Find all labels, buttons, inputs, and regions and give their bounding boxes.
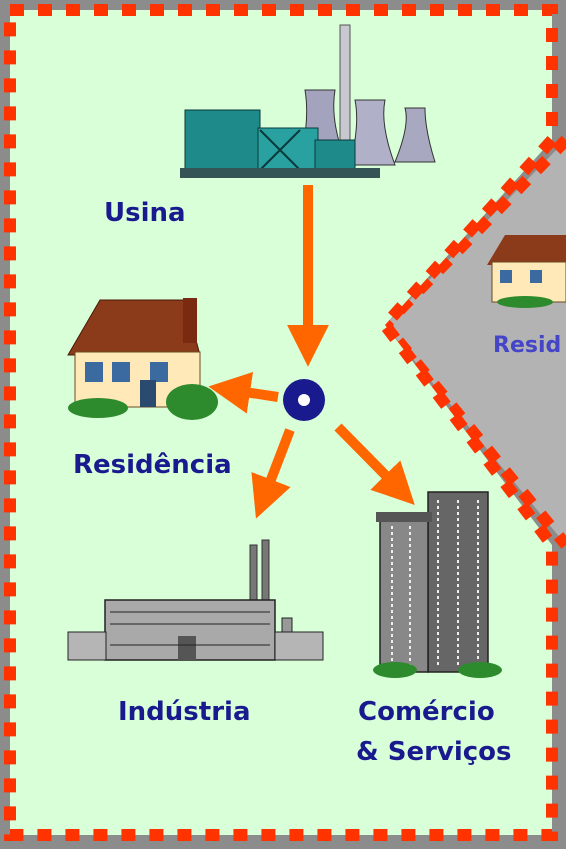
label-usina: Usina (104, 198, 186, 228)
distribution-hub-icon (283, 379, 325, 421)
factory-icon (67, 539, 324, 661)
label-comercio-line2: & Serviços (356, 737, 512, 767)
arrow-hub-to-residencia (208, 371, 279, 414)
arrow-hub-to-industria (251, 428, 295, 519)
label-comercio-line1: Comércio (358, 697, 495, 727)
label-residencia: Residência (73, 450, 232, 480)
label-industria: Indústria (118, 697, 251, 727)
main-region-border (4, 4, 558, 841)
label-residencia-partial: Resid (493, 333, 562, 358)
power-plant-icon (180, 24, 436, 178)
skyscrapers-icon (373, 491, 502, 678)
house-icon-partial (487, 235, 566, 308)
house-icon (67, 298, 218, 420)
arrow-hub-to-comercio (334, 423, 415, 505)
